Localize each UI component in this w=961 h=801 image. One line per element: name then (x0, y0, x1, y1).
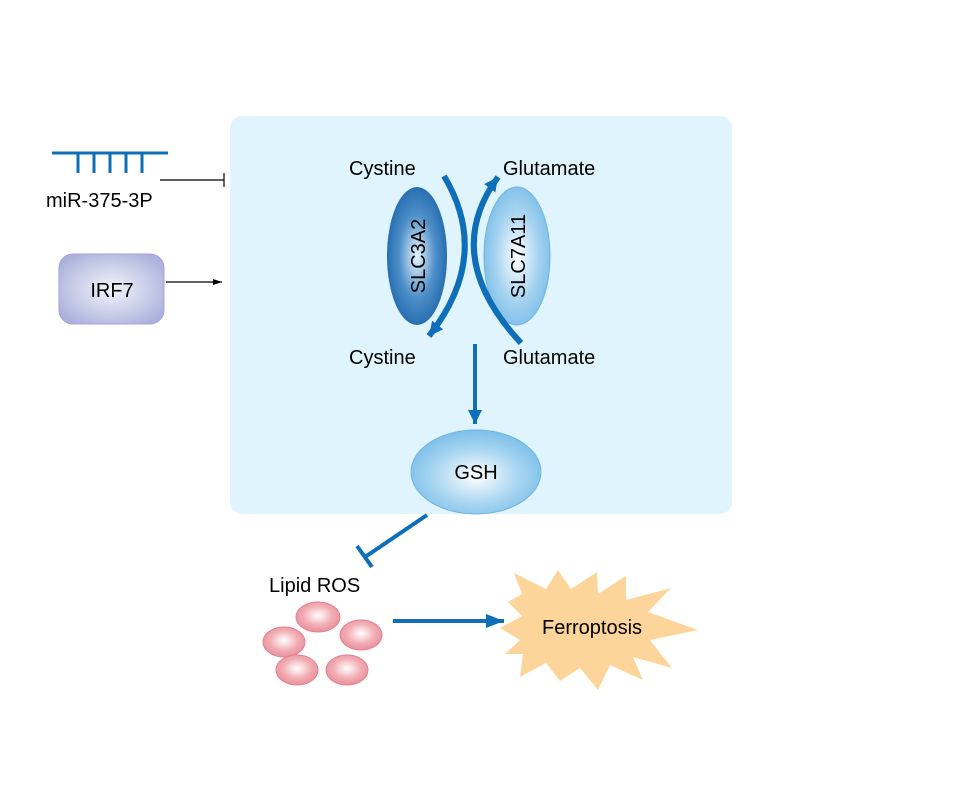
ferroptosis-label: Ferroptosis (542, 617, 642, 639)
lipid-droplet (339, 619, 383, 651)
mirna-inhibition-edge (160, 173, 225, 187)
cell-compartment (230, 116, 732, 514)
glutamate-bottom-label: Glutamate (503, 347, 595, 369)
glutamate-transport-arrow (470, 175, 524, 346)
slc7a11-label: SLC7A11 (508, 214, 530, 298)
gsh-node (410, 429, 542, 515)
cystine-transport-arrow (426, 174, 468, 338)
lipid-ros-cluster (262, 601, 383, 686)
lipid-droplet (275, 654, 319, 686)
irf7-node (58, 253, 165, 325)
slc3a2-label: SLC3A2 (408, 219, 430, 294)
ferroptosis-burst (500, 570, 698, 690)
gsh-label: GSH (454, 462, 497, 484)
cystine-bottom-label: Cystine (349, 347, 416, 369)
slc7a11-node (483, 186, 551, 326)
mirna-label: miR-375-3P (46, 190, 153, 212)
glutamate-top-label: Glutamate (503, 158, 595, 180)
lipid-droplet (325, 654, 369, 686)
lipid-droplet (295, 601, 341, 633)
lipid-droplet (262, 626, 306, 658)
gsh-inhibition-edge (355, 513, 429, 569)
mirna-icon (52, 151, 168, 173)
irf7-label: IRF7 (90, 280, 133, 302)
lipid-ros-label: Lipid ROS (269, 575, 360, 597)
cystine-top-label: Cystine (349, 158, 416, 180)
slc3a2-node (387, 187, 447, 325)
